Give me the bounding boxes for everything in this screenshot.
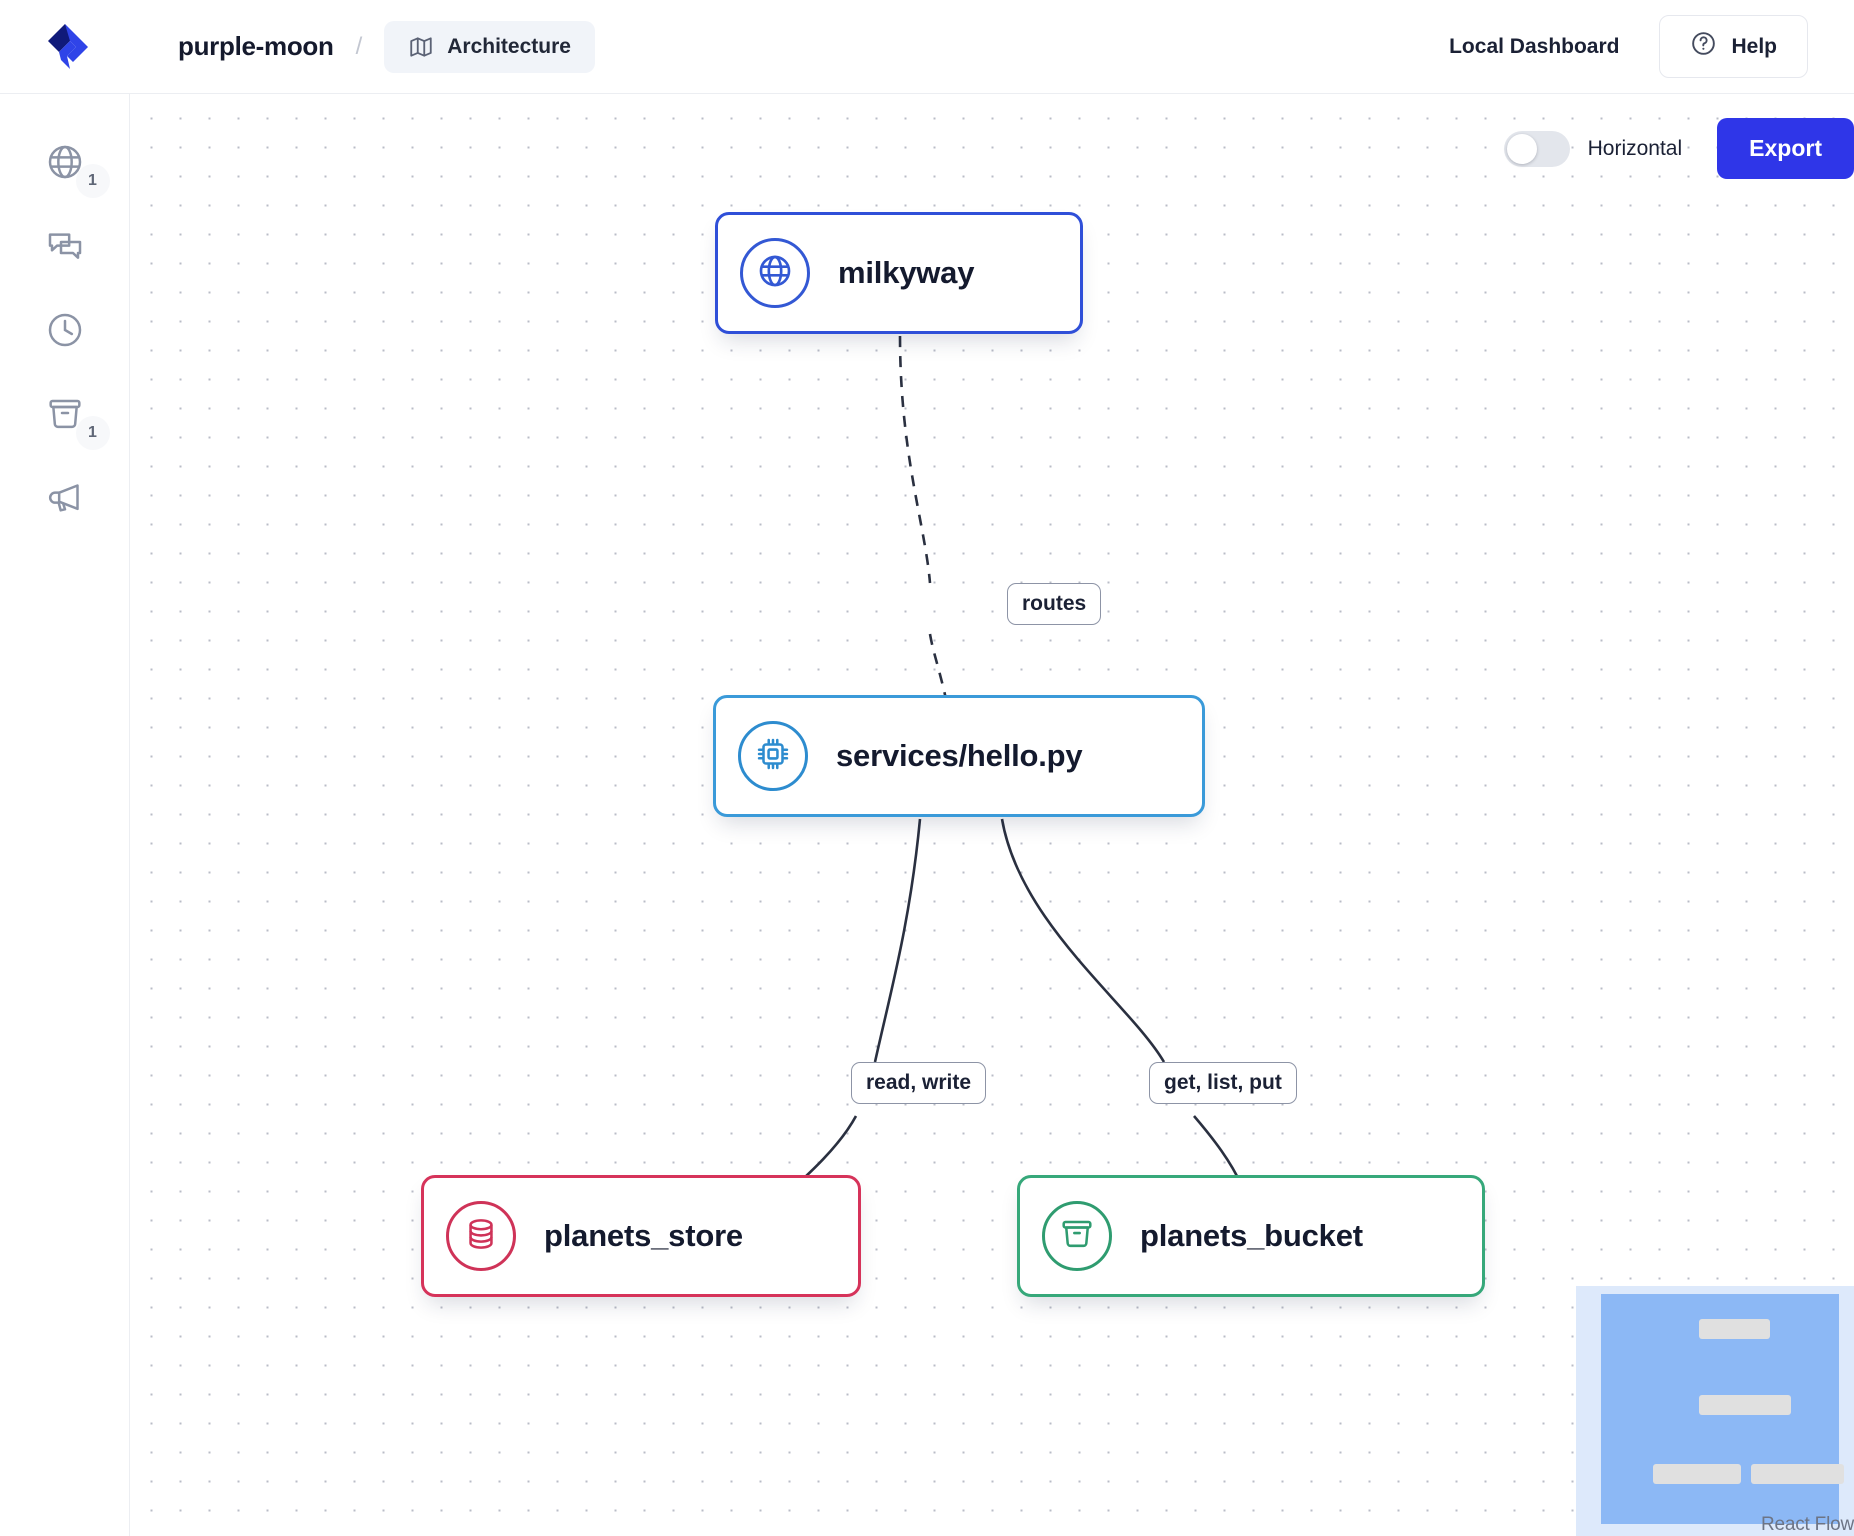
sidebar-badge-buckets: 1 — [75, 416, 110, 450]
node-planets-store-label: planets_store — [544, 1218, 743, 1253]
edge-label-get-list-put[interactable]: get, list, put — [1149, 1062, 1297, 1104]
node-planets-store[interactable]: planets_store — [421, 1175, 861, 1297]
breadcrumb-separator: / — [355, 32, 363, 60]
sidebar-item-history[interactable] — [34, 308, 96, 352]
globe-icon — [755, 251, 795, 296]
orientation-toggle[interactable] — [1503, 130, 1570, 167]
node-services-icon-ring — [738, 721, 808, 791]
cpu-chip-icon — [754, 735, 792, 778]
minimap-viewport[interactable] — [1601, 1294, 1844, 1524]
node-planets-bucket-label: planets_bucket — [1140, 1218, 1363, 1253]
minimap-node — [1698, 1395, 1792, 1415]
sidebar-item-endpoints[interactable]: 1 — [34, 140, 110, 198]
node-services-hello[interactable]: services/hello.py — [713, 695, 1205, 817]
sidebar-item-announcements[interactable] — [34, 476, 96, 520]
node-services-hello-label: services/hello.py — [836, 738, 1083, 773]
tab-architecture-label: Architecture — [447, 34, 571, 58]
minimap-node — [1653, 1464, 1742, 1484]
edge-label-routes[interactable]: routes — [1007, 583, 1102, 625]
minimap[interactable] — [1576, 1286, 1854, 1536]
edge-milkyway-routes-a — [898, 335, 932, 584]
node-planets-bucket[interactable]: planets_bucket — [1017, 1175, 1485, 1297]
database-icon — [462, 1215, 500, 1258]
help-button[interactable]: Help — [1659, 15, 1808, 78]
node-milkyway-icon-ring — [740, 238, 810, 308]
tab-architecture[interactable]: Architecture — [384, 20, 595, 73]
chevron-diamond-logo-icon — [48, 23, 88, 69]
node-store-icon-ring — [446, 1201, 516, 1271]
canvas-toolbar: Horizontal Export — [1503, 118, 1854, 179]
left-sidebar: 1 — [0, 94, 130, 1536]
help-button-label: Help — [1731, 34, 1777, 58]
header-actions: Local Dashboard Help — [1449, 15, 1854, 78]
page-title: purple-moon — [178, 31, 334, 61]
sidebar-item-messages[interactable] — [34, 224, 96, 268]
node-bucket-icon-ring — [1042, 1201, 1112, 1271]
edge-label-read-write[interactable]: read, write — [851, 1062, 987, 1104]
node-milkyway-label: milkyway — [838, 255, 975, 290]
local-dashboard-label: Local Dashboard — [1449, 34, 1620, 58]
map-icon — [408, 34, 434, 60]
clock-icon — [45, 310, 85, 350]
top-header: purple-moon / Architecture Local Dashboa… — [0, 0, 1854, 94]
sidebar-badge-endpoints: 1 — [75, 164, 110, 198]
orientation-toggle-label: Horizontal — [1587, 136, 1683, 160]
edge-service-bucket-a — [1000, 818, 1166, 1063]
minimap-node — [1750, 1464, 1844, 1484]
toggle-knob — [1506, 133, 1537, 164]
app-logo[interactable] — [0, 0, 130, 94]
megaphone-icon — [45, 478, 85, 518]
chat-bubbles-icon — [45, 226, 85, 266]
react-flow-attribution[interactable]: React Flow — [1760, 1514, 1854, 1535]
sidebar-item-buckets[interactable]: 1 — [34, 392, 110, 450]
bucket-icon — [1058, 1215, 1096, 1258]
minimap-node — [1698, 1319, 1770, 1339]
app-body: 1 — [0, 94, 1854, 1536]
architecture-canvas[interactable]: Horizontal Export — [130, 94, 1854, 1536]
export-button[interactable]: Export — [1717, 118, 1854, 179]
globe-icon — [45, 142, 85, 182]
node-milkyway[interactable]: milkyway — [715, 212, 1083, 334]
bucket-icon — [45, 394, 85, 434]
edge-service-store-a — [873, 818, 922, 1063]
question-circle-icon — [1690, 30, 1717, 63]
